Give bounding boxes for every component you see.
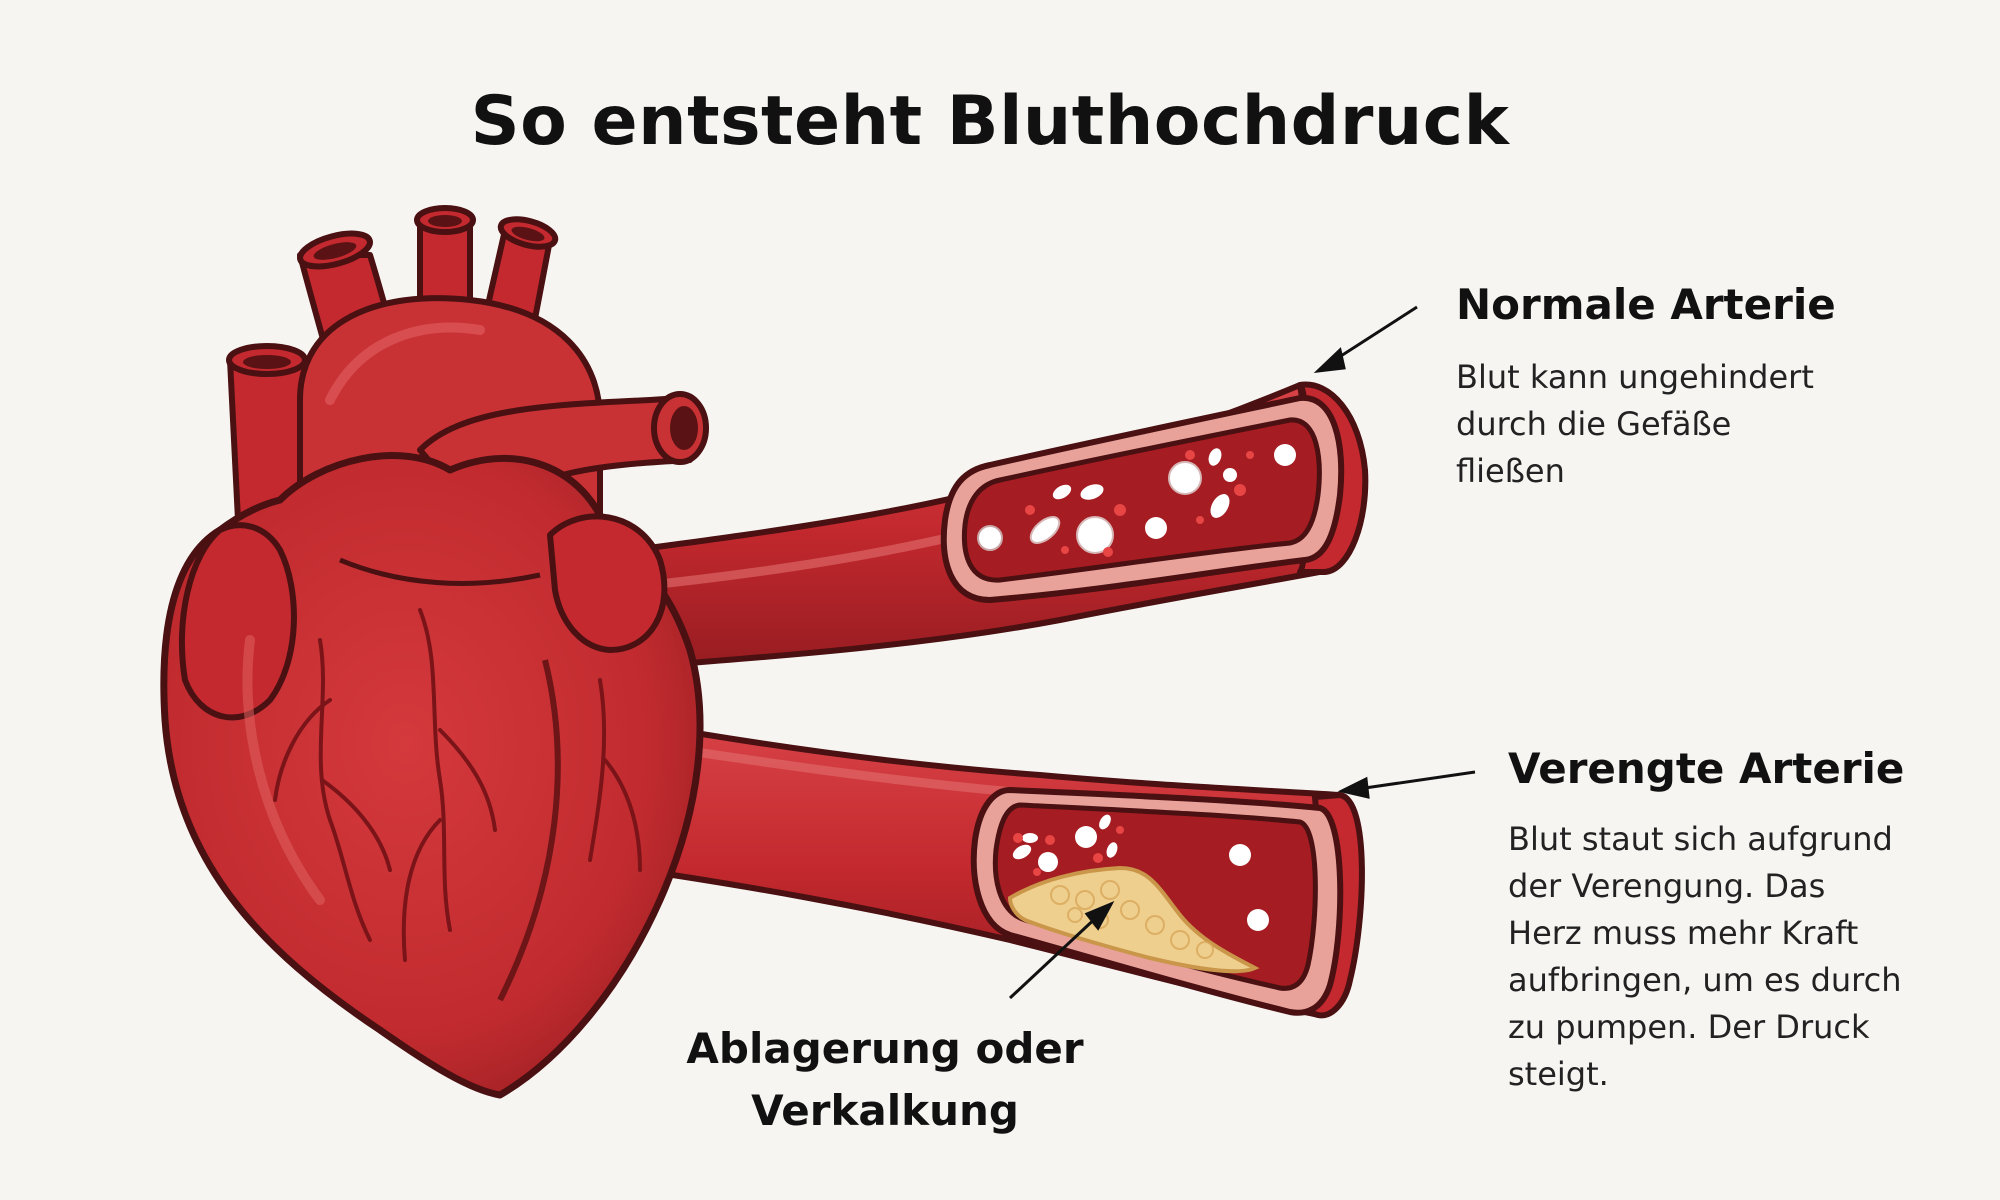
heart: [160, 205, 709, 1099]
deposit-label-line: Ablagerung oder: [686, 1024, 1084, 1073]
narrowed-artery-line: Blut staut sich aufgrund: [1508, 820, 1893, 858]
normal-artery: [557, 381, 1369, 673]
narrowed-artery-heading: Verengte Arterie: [1508, 744, 1905, 793]
normal-artery-description: Blut kann ungehindert durch die Gefäße f…: [1456, 354, 1814, 495]
deposit-label-line: Verkalkung: [751, 1086, 1019, 1135]
blood-cells-narrowed: [1012, 814, 1269, 931]
narrowed-artery-line: Herz muss mehr Kraft: [1508, 914, 1859, 952]
narrowed-artery-line: der Verengung. Das: [1508, 867, 1826, 905]
normal-artery-line: Blut kann ungehindert: [1456, 358, 1814, 396]
arrow-narrowed-artery: [1337, 770, 1476, 799]
narrowed-artery-line: steigt.: [1508, 1055, 1609, 1093]
narrowed-artery: [617, 717, 1365, 1019]
normal-artery-heading: Normale Arterie: [1456, 280, 1836, 329]
narrowed-artery-line: zu pumpen. Der Druck: [1508, 1008, 1870, 1046]
page-title: So entsteht Bluthochdruck: [470, 82, 1510, 161]
arrow-normal-artery: [1313, 305, 1418, 374]
narrowed-artery-description: Blut staut sich aufgrund der Verengung. …: [1508, 816, 1902, 1098]
normal-artery-line: durch die Gefäße: [1456, 405, 1732, 443]
deposit-label: Ablagerung oder Verkalkung: [640, 1018, 1130, 1142]
blood-cells-normal: [977, 444, 1296, 557]
arrow-deposit: [1008, 900, 1115, 1000]
narrowed-artery-line: aufbringen, um es durch: [1508, 961, 1902, 999]
normal-artery-line: fließen: [1456, 452, 1565, 490]
